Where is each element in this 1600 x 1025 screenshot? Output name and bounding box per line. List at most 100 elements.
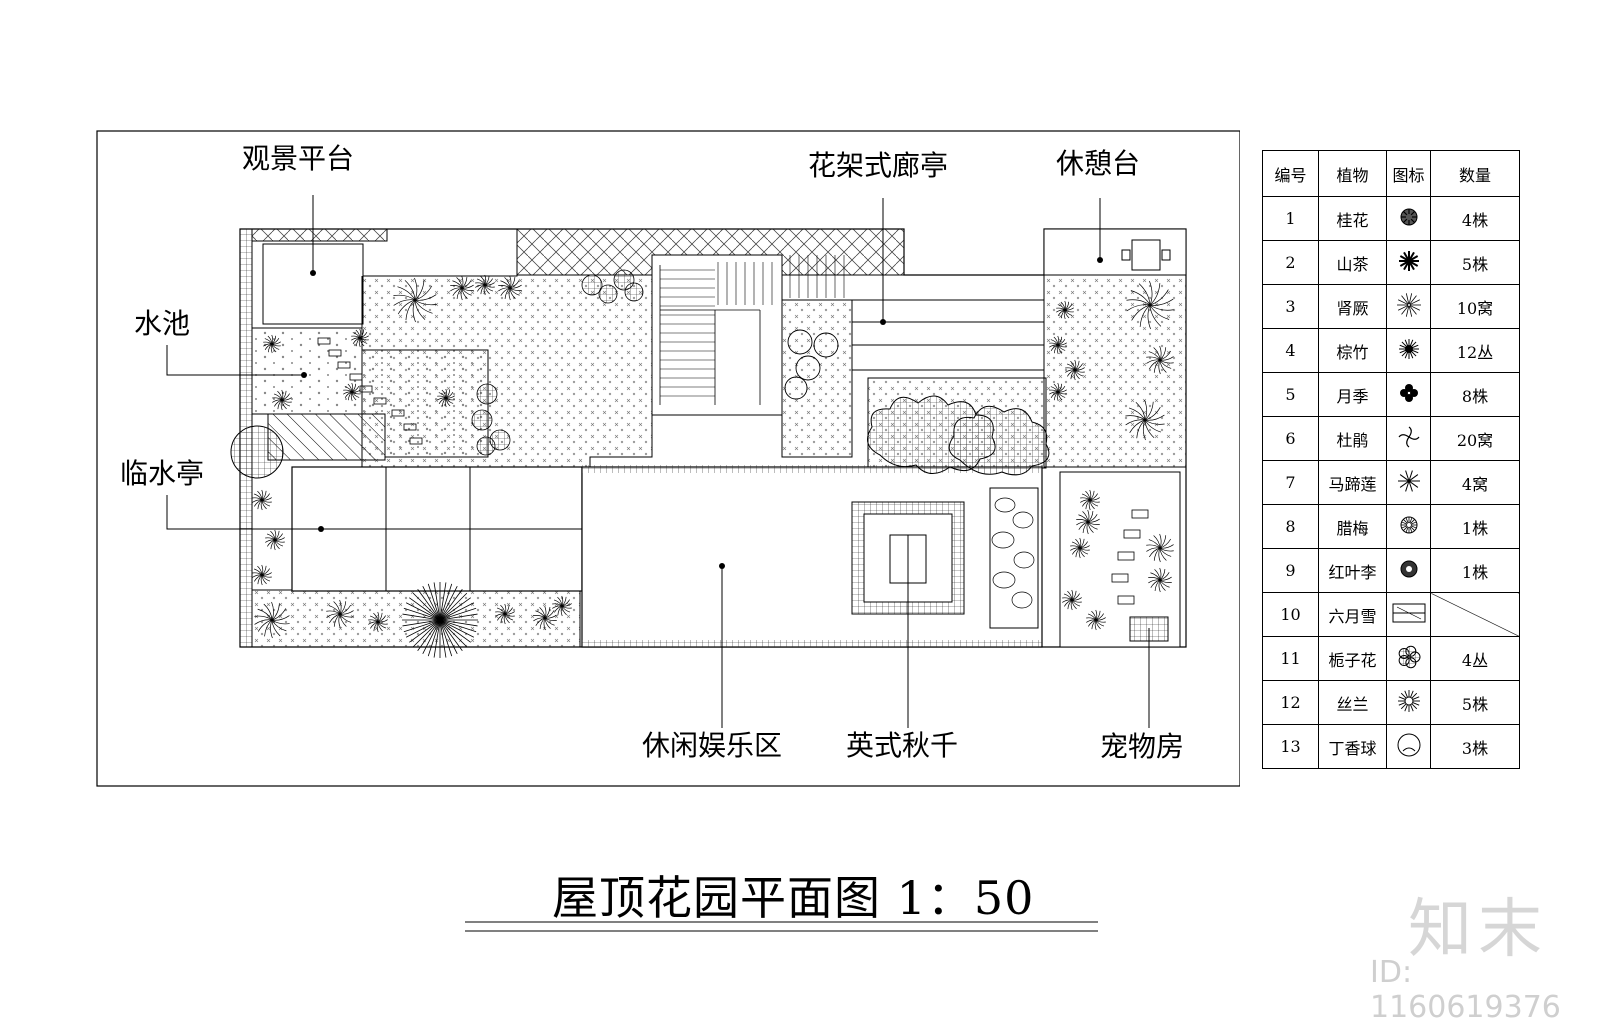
- legend-cell-qty: 5株: [1430, 680, 1520, 725]
- plant-symbol: [272, 389, 292, 411]
- legend-cell-icon: [1386, 548, 1431, 593]
- plant-symbol: [343, 382, 361, 402]
- legend-cell-plant: 桂花: [1318, 196, 1387, 241]
- label-leisure-area: 休闲娱乐区: [642, 729, 783, 762]
- yucca-icon: [1397, 689, 1420, 712]
- legend-cell-qty: 12丛: [1430, 328, 1520, 373]
- legend-cell-icon: [1386, 460, 1431, 505]
- plant-symbol: [326, 599, 354, 629]
- legend-cell-icon: [1386, 328, 1431, 373]
- legend-cell-icon: [1386, 636, 1431, 681]
- plant-symbol: [437, 388, 455, 408]
- legend-header-qty: 数量: [1430, 150, 1520, 197]
- fern-icon: [1396, 292, 1421, 317]
- plant-symbol: [263, 334, 281, 354]
- plant-symbol: [1049, 382, 1067, 402]
- osmanthus-icon: [1400, 208, 1417, 225]
- gardenia-icon: [1398, 645, 1420, 668]
- plant-symbol: [1080, 489, 1100, 511]
- legend-cell-plant: 肾厥: [1318, 284, 1387, 329]
- plant-symbol: [1148, 567, 1172, 593]
- calla-lily-icon: [1397, 469, 1420, 492]
- legend-cell-plant: 腊梅: [1318, 504, 1387, 549]
- plant-symbol: [368, 611, 388, 633]
- legend-cell-icon: [1386, 240, 1431, 285]
- legend-cell-icon: [1386, 592, 1431, 637]
- legend-cell-no: 1: [1262, 196, 1319, 241]
- legend-cell-icon: [1386, 680, 1431, 725]
- serissa-icon: [1392, 603, 1425, 622]
- legend-cell-icon: [1386, 416, 1431, 461]
- legend-cell-plant: 马蹄莲: [1318, 460, 1387, 505]
- leader-lines: [166, 195, 1150, 728]
- plant-symbol: [252, 489, 272, 511]
- legend-cell-no: 3: [1262, 284, 1319, 329]
- legend-cell-icon: [1386, 504, 1431, 549]
- label-pool: 水池: [134, 307, 191, 340]
- legend-cell-plant: 红叶李: [1318, 548, 1387, 593]
- plant-symbol: [498, 275, 522, 301]
- tree-red-leaf-plum: [230, 425, 284, 479]
- watermark-brand: 知末: [1408, 893, 1548, 967]
- plant-symbol: [1126, 280, 1174, 330]
- legend-cell-no: 2: [1262, 240, 1319, 285]
- plant-symbol: [1146, 533, 1174, 563]
- legend-cell-qty: 3株: [1430, 724, 1520, 769]
- legend-cell-plant: 丝兰: [1318, 680, 1387, 725]
- paving-south: [251, 589, 581, 648]
- plant-symbol: [254, 601, 290, 639]
- pavilion-roof-hatch: [267, 413, 386, 461]
- legend-cell-icon: [1386, 196, 1431, 241]
- plant-symbol: [1070, 537, 1090, 559]
- plant-symbol: [450, 275, 474, 301]
- legend-cell-no: 10: [1262, 592, 1319, 637]
- legend-cell-qty: 10窝: [1430, 284, 1520, 329]
- plant-symbol: [533, 605, 557, 631]
- legend-cell-qty: 1株: [1430, 548, 1520, 593]
- legend-cell-qty: 1株: [1430, 504, 1520, 549]
- purple-plum-icon: [1400, 560, 1417, 577]
- lilac-ball-icon: [1397, 733, 1420, 756]
- plant-symbol: [1062, 589, 1082, 611]
- wintersweet-icon: [1400, 516, 1417, 533]
- label-rest-platform: 休憩台: [1056, 147, 1141, 180]
- legend-cell-plant: 栀子花: [1318, 636, 1387, 681]
- plant-symbol: [495, 603, 515, 625]
- legend-cell-qty: 4窝: [1430, 460, 1520, 505]
- legend-cell-no: 13: [1262, 724, 1319, 769]
- plant-symbol: [351, 328, 369, 348]
- legend-cell-qty: 4丛: [1430, 636, 1520, 681]
- legend-cell-qty: 5株: [1430, 240, 1520, 285]
- legend-cell-icon: [1386, 284, 1431, 329]
- rose-icon: [1399, 383, 1418, 402]
- legend-cell-plant: 杜鹃: [1318, 416, 1387, 461]
- camellia-icon: [1398, 250, 1419, 271]
- legend-cell-qty: [1430, 592, 1520, 637]
- plant-symbol: [265, 529, 285, 551]
- table: [1131, 239, 1161, 271]
- hedge-right: [948, 405, 1050, 476]
- legend-cell-plant: 山茶: [1318, 240, 1387, 285]
- plant-symbol: [1125, 399, 1165, 441]
- legend-cell-no: 4: [1262, 328, 1319, 373]
- leisure-area: [581, 466, 1043, 648]
- plant-symbol: [552, 595, 572, 617]
- plant-symbol: [1065, 359, 1085, 381]
- legend-cell-plant: 六月雪: [1318, 592, 1387, 637]
- label-english-swing: 英式秋千: [846, 729, 959, 762]
- palm-bamboo-icon: [1398, 338, 1419, 359]
- legend-cell-plant: 棕竹: [1318, 328, 1387, 373]
- legend-header-no: 编号: [1262, 150, 1319, 197]
